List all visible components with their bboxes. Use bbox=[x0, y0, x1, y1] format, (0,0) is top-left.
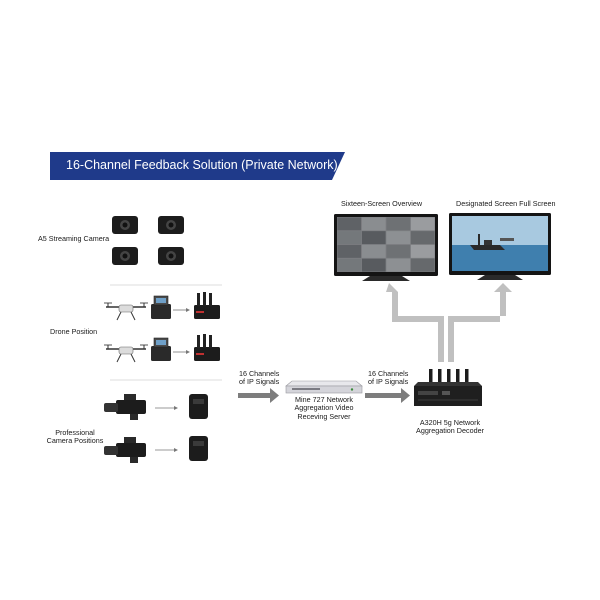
a5-camera-icon bbox=[112, 216, 138, 234]
encoder-icon bbox=[189, 436, 208, 461]
signal-right-line1: 16 Channels bbox=[368, 369, 409, 378]
tv-overview bbox=[334, 214, 438, 281]
professional-camera-icon bbox=[104, 394, 146, 420]
signal-arrow-left bbox=[238, 388, 279, 403]
signal-arrow-right bbox=[365, 388, 410, 403]
server-icon bbox=[285, 380, 363, 394]
label-signal-left: 16 Channels of IP Signals bbox=[239, 369, 280, 387]
small-arrow-head bbox=[174, 406, 178, 410]
label-professional-line1: Professional bbox=[55, 428, 95, 437]
transmitter-icon bbox=[194, 334, 220, 361]
label-professional-line2: Camera Positions bbox=[46, 436, 104, 446]
server-line2: Aggregation Video bbox=[294, 403, 354, 413]
a5-camera-icon bbox=[158, 216, 184, 234]
signal-left-line1: 16 Channels bbox=[239, 369, 280, 378]
mosaic-tile bbox=[386, 217, 411, 231]
mosaic-tile bbox=[337, 258, 362, 272]
label-drone-position: Drone Position bbox=[50, 327, 98, 336]
a5-camera-icon bbox=[112, 247, 138, 265]
mosaic-tile bbox=[361, 258, 386, 272]
label-decoder: A320H 5g Network Aggregation Decoder bbox=[405, 418, 495, 436]
mosaic-tile bbox=[361, 231, 386, 245]
mosaic-tile bbox=[337, 231, 362, 245]
encoder-icon bbox=[189, 394, 208, 419]
drone-icon bbox=[104, 344, 148, 363]
mosaic-tile bbox=[410, 231, 435, 245]
small-arrow-head bbox=[174, 448, 178, 452]
decoder-line2: Aggregation Decoder bbox=[416, 426, 484, 436]
label-server: Mine 727 Network Aggregation Video Recev… bbox=[284, 395, 364, 421]
tv-fullscreen bbox=[449, 213, 551, 280]
page-title: 16-Channel Feedback Solution (Private Ne… bbox=[66, 158, 338, 172]
ground-station-icon bbox=[151, 337, 171, 361]
mosaic-tile bbox=[361, 244, 386, 258]
small-arrow-head bbox=[186, 350, 190, 354]
label-signal-right: 16 Channels of IP Signals bbox=[368, 369, 409, 387]
small-arrow-head bbox=[186, 308, 190, 312]
mosaic-tile bbox=[361, 217, 386, 231]
mosaic-tile bbox=[337, 244, 362, 258]
title-banner bbox=[50, 152, 345, 180]
decoder-line1: A320H 5g Network bbox=[419, 418, 481, 427]
label-a5-streaming-camera: A5 Streaming Camera bbox=[38, 234, 110, 243]
mosaic-tile bbox=[410, 244, 435, 258]
mosaic-tile bbox=[386, 258, 411, 272]
signal-right-line2: of IP Signals bbox=[368, 377, 409, 387]
transmitter-icon bbox=[194, 292, 220, 319]
mosaic-tile bbox=[386, 231, 411, 245]
mosaic-tile bbox=[410, 217, 435, 231]
server-line3: Receving Server bbox=[297, 411, 351, 421]
connector-right bbox=[448, 283, 512, 362]
server-line1: Mine 727 Network bbox=[295, 395, 353, 404]
professional-camera-icon bbox=[104, 437, 146, 463]
label-professional-camera: Professional Camera Positions bbox=[40, 428, 110, 446]
ground-station-icon bbox=[151, 295, 171, 319]
connector-left bbox=[386, 283, 444, 362]
drone-icon bbox=[104, 302, 148, 321]
a5-camera-icon bbox=[158, 247, 184, 265]
signal-left-line2: of IP Signals bbox=[239, 377, 280, 387]
mosaic-tile bbox=[337, 217, 362, 231]
mosaic-tile bbox=[410, 258, 435, 272]
label-designated-screen: Designated Screen Full Screen bbox=[456, 199, 556, 208]
label-sixteen-screen-overview: Sixteen-Screen Overview bbox=[341, 199, 423, 208]
decoder-icon bbox=[414, 369, 482, 406]
mosaic-tile bbox=[386, 244, 411, 258]
